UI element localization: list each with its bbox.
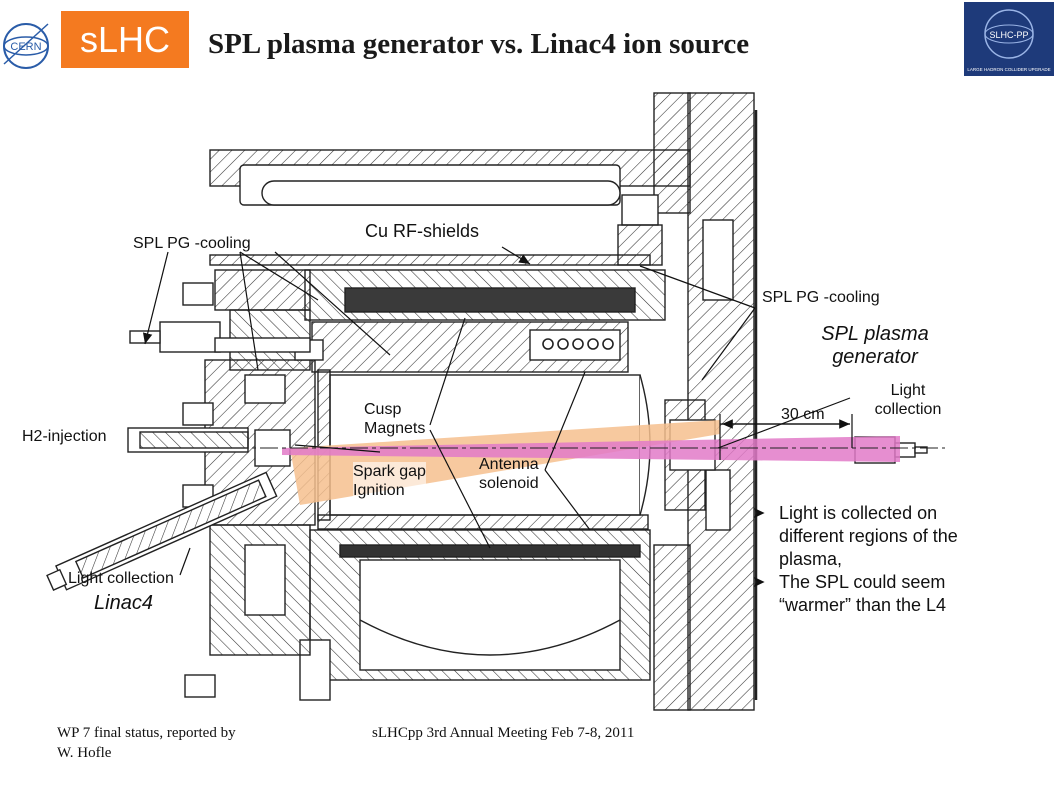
label-antenna-line2: solenoid xyxy=(479,475,539,492)
bullet-list: ➤ Light is collected on different region… xyxy=(752,502,1052,617)
label-cusp-line1: Cusp xyxy=(364,401,402,418)
right-flange xyxy=(653,92,758,711)
cooling-connector-right xyxy=(617,194,663,266)
label-spl-plasma-line2: generator xyxy=(832,346,918,368)
label-spark-line1: Spark gap xyxy=(353,463,426,480)
label-cu-rf-shields: Cu RF-shields xyxy=(362,222,483,241)
cern-logo: CERN xyxy=(3,23,49,69)
label-light-collection-left: Light collection xyxy=(68,570,174,587)
footer-left-line2: W. Hofle xyxy=(57,745,112,761)
distance-dimension xyxy=(719,414,853,460)
label-light-collection-right: Light collection xyxy=(868,381,948,419)
label-spark-line2: Ignition xyxy=(353,482,405,499)
label-antenna-line1: Antenna xyxy=(479,456,539,473)
h2-injection-tube xyxy=(127,427,249,453)
label-spl-pg-cooling-left: SPL PG -cooling xyxy=(133,235,251,252)
label-linac4: Linac4 xyxy=(94,592,153,614)
bullet-line: Light is collected on xyxy=(779,503,938,523)
footer-left-line1: WP 7 final status, reported by xyxy=(57,725,236,741)
slhc-badge: sLHC xyxy=(61,11,189,68)
upper-magnet-assembly xyxy=(304,269,666,373)
bullet-line: The SPL could seem xyxy=(779,572,946,592)
label-spl-pg-cooling-right: SPL PG -cooling xyxy=(762,289,880,306)
cern-logo-text: CERN xyxy=(10,41,41,53)
bullet-line: “warmer” than the L4 xyxy=(779,595,947,615)
linac4-light-probe xyxy=(46,471,278,591)
label-antenna-solenoid: Antenna solenoid xyxy=(479,455,539,493)
slhcpp-logo-text: SLHC-PP xyxy=(989,30,1028,40)
label-h2-injection: H2-injection xyxy=(22,428,107,445)
arrow-bullet-icon: ➤ xyxy=(752,574,766,591)
pink-light-path xyxy=(282,436,900,462)
label-spl-plasma-generator: SPL plasma generator xyxy=(805,323,945,369)
leader-lines xyxy=(142,246,851,576)
bullet-item: ➤ Light is collected on different region… xyxy=(752,502,1052,571)
arrow-bullet-icon: ➤ xyxy=(752,505,766,522)
slhcpp-logo: SLHC-PP LARGE HADRON COLLIDER UPGRADE xyxy=(964,2,1054,76)
slhcpp-logo-subtext: LARGE HADRON COLLIDER UPGRADE xyxy=(967,67,1050,72)
bullet-line: plasma, xyxy=(779,549,843,569)
bottom-housing xyxy=(299,529,651,701)
top-housing xyxy=(209,149,691,266)
label-spl-plasma-line1: SPL plasma xyxy=(821,323,929,345)
label-distance: 30 cm xyxy=(781,406,825,423)
label-cusp-magnets: Cusp Magnets xyxy=(364,400,425,438)
bullet-item: ➤ The SPL could seem “warmer” than the L… xyxy=(752,571,1052,617)
footer-left: WP 7 final status, reported by W. Hofle xyxy=(57,723,236,763)
label-spark-gap: Spark gap Ignition xyxy=(353,462,426,500)
label-light-collection-right-line2: collection xyxy=(874,401,942,418)
slide-title: SPL plasma generator vs. Linac4 ion sour… xyxy=(208,28,750,60)
label-light-collection-right-line1: Light xyxy=(890,382,926,399)
bullet-line: different regions of the xyxy=(779,526,958,546)
label-cusp-line2: Magnets xyxy=(364,420,426,437)
footer-center: sLHCpp 3rd Annual Meeting Feb 7-8, 2011 xyxy=(372,725,635,741)
